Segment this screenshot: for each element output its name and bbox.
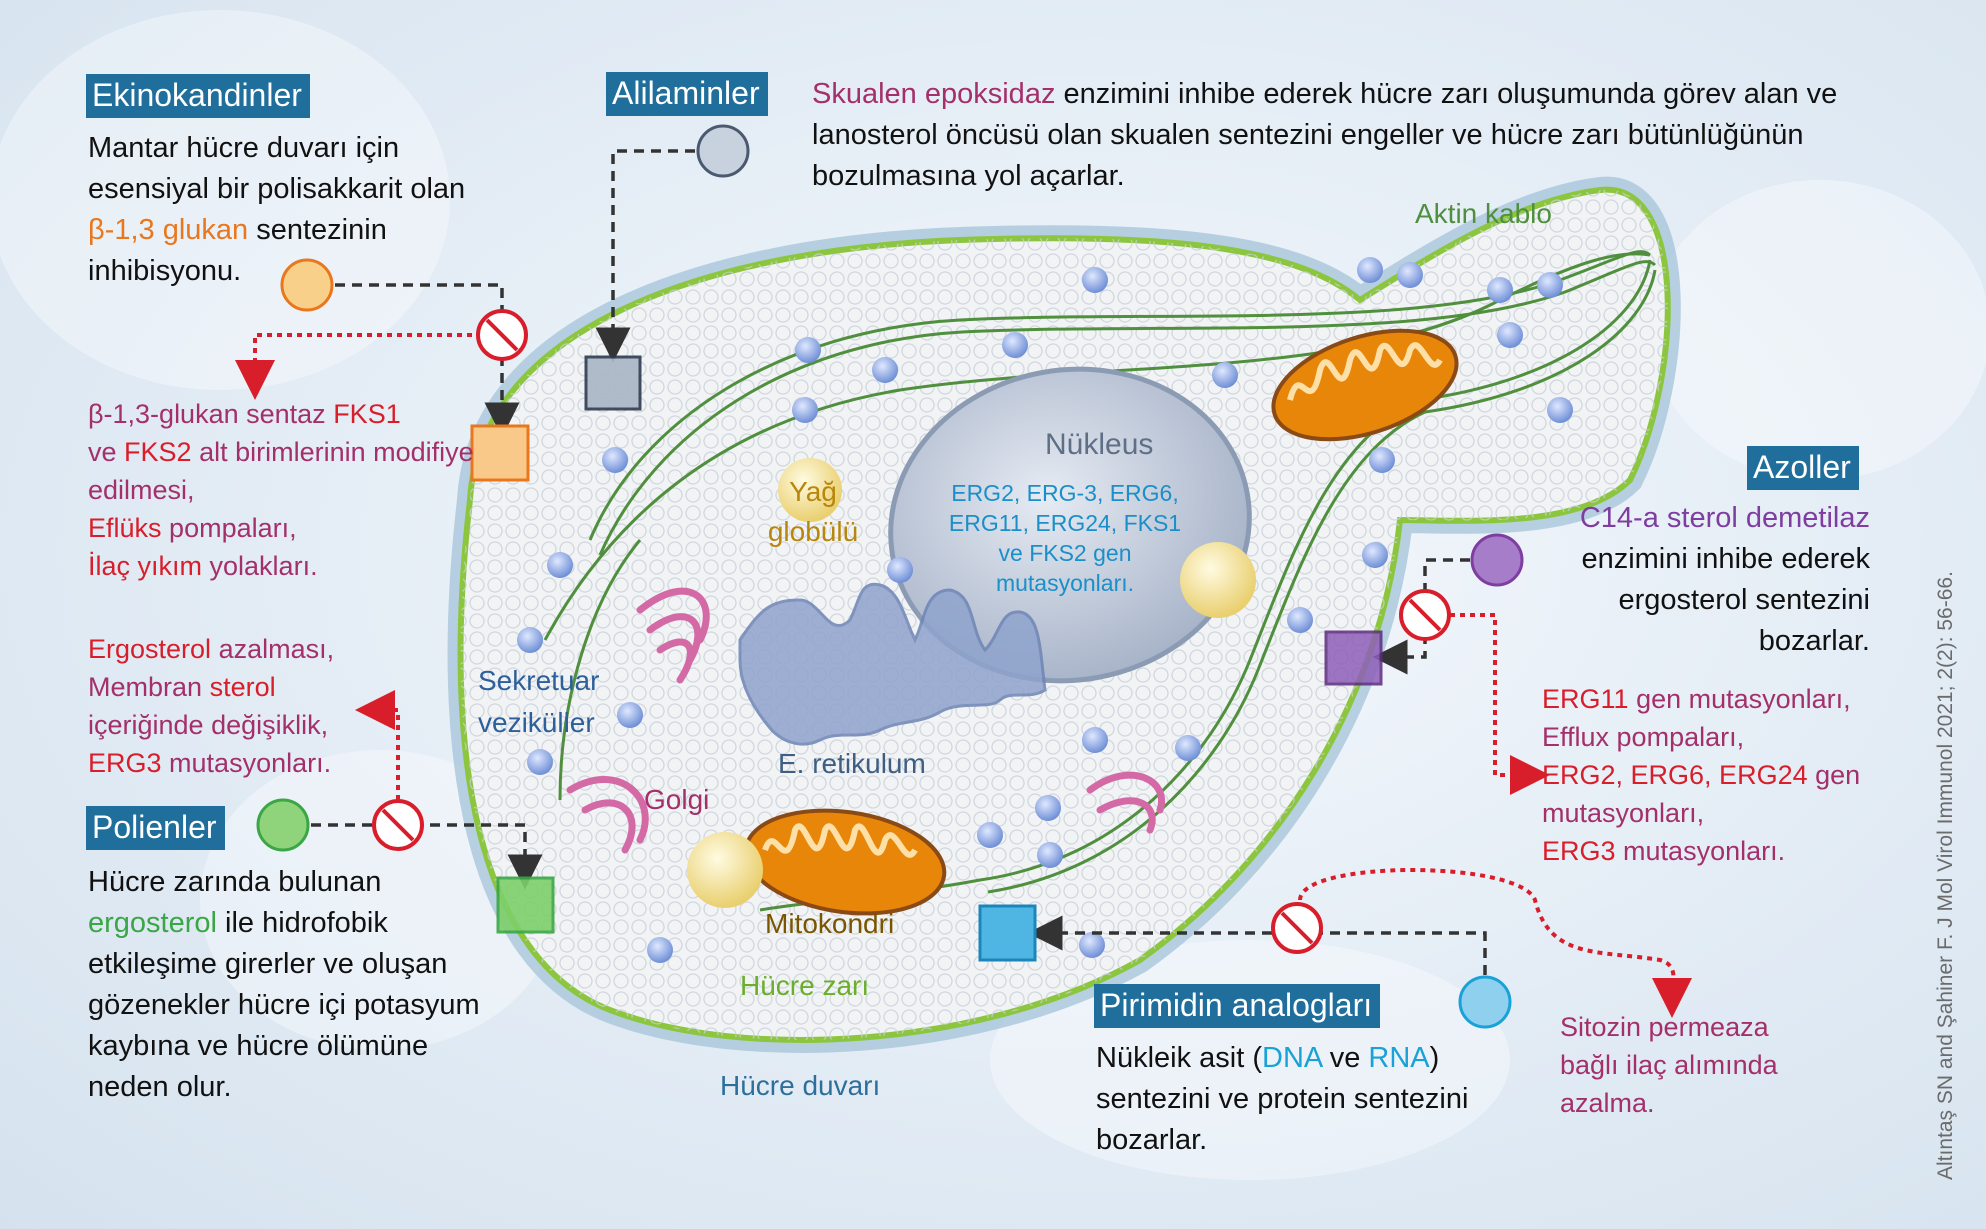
actin-cable-label: Aktin kablo <box>1415 198 1552 229</box>
polyenes-resistance: Ergosterol azalması, Membran sterol içer… <box>88 634 335 778</box>
mitochondria-label: Mitokondri <box>765 908 895 939</box>
azole-pathway <box>1324 533 1550 795</box>
azoles-resistance: ERG11 gen mutasyonları, Efflux pompaları… <box>1542 684 1861 866</box>
citation: Altıntaş SN and Şahiner F. J Mol Virol I… <box>1934 571 1957 1180</box>
pyrimidines-description: Nükleik asit (DNA ve RNA) sentezini ve p… <box>1096 1042 1469 1156</box>
cell-wall-label: Hücre duvarı <box>720 1070 881 1101</box>
polyene-pathway <box>256 690 555 934</box>
allylamines-description: Skualen epoksidaz enzimini inhibe ederek… <box>812 78 1838 192</box>
allylamines-title: Alilaminler <box>606 72 768 116</box>
echinocandins-resistance: β-1,3-glukan sentaz FKS1 ve FKS2 alt bir… <box>88 399 474 581</box>
nucleus-label: Nükleus <box>1045 428 1154 461</box>
polyenes-title: Polienler <box>86 806 225 850</box>
azoles-title: Azoller <box>1747 446 1859 490</box>
er-label: E. retikulum <box>778 748 926 779</box>
nucleus <box>888 366 1252 684</box>
pyrimidine-pathway <box>978 868 1693 1029</box>
pyrimidines-title: Pirimidin analogları <box>1094 984 1381 1028</box>
pyrimidines-resistance: Sitozin permeaza bağlı ilaç alımında aza… <box>1560 1012 1778 1118</box>
golgi-label: Golgi <box>644 784 710 815</box>
golgi-apparatus <box>566 587 1165 854</box>
membrane-label: Hücre zarı <box>740 970 870 1001</box>
fat-globules <box>687 458 1256 908</box>
echinocandins-description: Mantar hücre duvarı için esensiyal bir p… <box>88 132 466 287</box>
nucleus-mutations: ERG2, ERG-3, ERG6, ERG11, ERG24, FKS1 ve… <box>948 480 1182 596</box>
polyenes-description: Hücre zarında bulunan ergosterol ile hid… <box>88 866 480 1103</box>
echinocandins-title: Ekinokandinler <box>86 74 310 118</box>
endoplasmic-reticulum <box>738 582 1047 746</box>
allylamine-pathway <box>584 124 750 411</box>
mitochondria <box>743 328 1459 916</box>
azoles-description: C14-a sterol demetilaz enzimini inhibe e… <box>1579 502 1870 657</box>
echinocandin-pathway <box>235 258 530 482</box>
